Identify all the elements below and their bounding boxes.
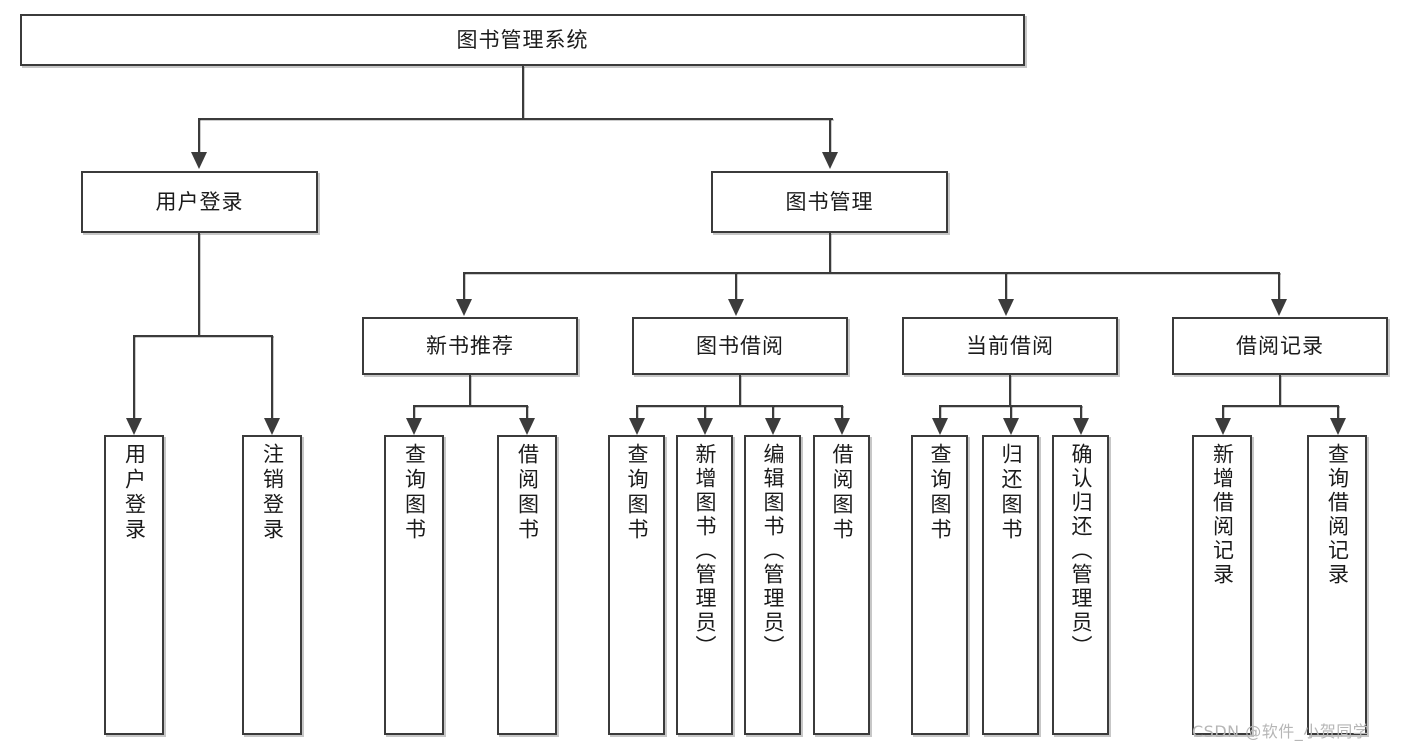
node-label: 当前借阅: [966, 333, 1054, 358]
leaf-book-borrow-edit-admin[interactable]: 编辑图书（管理员）: [744, 435, 801, 735]
leaf-new-book-borrow[interactable]: 借阅图书: [497, 435, 557, 735]
connector-user-login-leaf-2: [271, 335, 273, 419]
arrow-leaf-book-borrow-1: [629, 418, 645, 435]
node-label: 图书管理系统: [456, 27, 589, 52]
connector-bm-to-current-borrow: [1005, 272, 1007, 300]
node-label: 查询图书: [928, 443, 952, 543]
arrow-leaf-book-borrow-2: [697, 418, 713, 435]
node-book-borrow[interactable]: 图书借阅: [632, 317, 848, 375]
connector-book-borrow-leaf-4: [841, 405, 843, 419]
connector-root-to-book-management: [829, 118, 831, 153]
connector-root-to-user-login: [198, 118, 200, 153]
connector-root-bar: [198, 118, 833, 120]
connector-borrow-record-leaf-2: [1337, 405, 1339, 419]
leaf-book-borrow-query[interactable]: 查询图书: [608, 435, 665, 735]
connector-book-management-bar: [463, 272, 1280, 274]
node-label: 借阅记录: [1236, 333, 1324, 358]
csdn-watermark: CSDN @软件_小贺同学: [1192, 722, 1370, 741]
node-label: 查询借阅记录: [1325, 443, 1350, 587]
arrow-leaf-book-borrow-4: [834, 418, 850, 435]
arrow-leaf-new-book-2: [519, 418, 535, 435]
connector-borrow-record-leaf-1: [1222, 405, 1224, 419]
arrow-leaf-current-borrow-3: [1073, 418, 1089, 435]
leaf-borrow-record-add[interactable]: 新增借阅记录: [1192, 435, 1252, 735]
arrow-leaf-current-borrow-1: [932, 418, 948, 435]
node-root-book-management-system[interactable]: 图书管理系统: [20, 14, 1025, 66]
leaf-current-borrow-confirm-admin[interactable]: 确认归还（管理员）: [1052, 435, 1109, 735]
arrow-leaf-user-login-2: [264, 418, 280, 435]
node-label: 用户登录: [155, 189, 244, 214]
connector-new-book-bar: [413, 405, 528, 407]
node-label: 编辑图书（管理员）: [761, 443, 785, 659]
connector-current-borrow-leaf-1: [939, 405, 941, 419]
connector-new-book-leaf-1: [413, 405, 415, 419]
connector-current-borrow-leaf-2: [1010, 405, 1012, 419]
connector-book-management-stem: [829, 233, 831, 272]
connector-bm-to-borrow-record: [1278, 272, 1280, 300]
connector-bm-to-book-borrow: [735, 272, 737, 300]
connector-book-borrow-stem: [739, 375, 741, 406]
arrow-to-book-borrow: [728, 299, 744, 316]
connector-new-book-stem: [469, 375, 471, 406]
leaf-user-login-login[interactable]: 用户登录: [104, 435, 164, 735]
arrow-leaf-borrow-record-1: [1215, 418, 1231, 435]
arrow-to-borrow-record: [1271, 299, 1287, 316]
node-label: 借阅图书: [515, 443, 540, 543]
connector-current-borrow-leaf-3: [1080, 405, 1082, 419]
connector-user-login-leaf-1: [133, 335, 135, 419]
arrow-to-book-management: [822, 152, 838, 169]
connector-book-borrow-bar: [636, 405, 843, 407]
node-label: 确认归还（管理员）: [1069, 443, 1093, 659]
leaf-new-book-query[interactable]: 查询图书: [384, 435, 444, 735]
node-label: 查询图书: [402, 443, 427, 543]
node-user-login[interactable]: 用户登录: [81, 171, 318, 233]
connector-bm-to-new-book: [463, 272, 465, 300]
connector-borrow-record-stem: [1279, 375, 1281, 406]
node-label: 新增图书（管理员）: [693, 443, 717, 659]
arrow-leaf-user-login-1: [126, 418, 142, 435]
arrow-leaf-new-book-1: [406, 418, 422, 435]
connector-user-login-bar: [133, 335, 273, 337]
leaf-book-borrow-add-admin[interactable]: 新增图书（管理员）: [676, 435, 733, 735]
connector-book-borrow-leaf-2: [704, 405, 706, 419]
leaf-current-borrow-query[interactable]: 查询图书: [911, 435, 968, 735]
arrow-leaf-borrow-record-2: [1330, 418, 1346, 435]
arrow-leaf-current-borrow-2: [1003, 418, 1019, 435]
connector-user-login-stem: [198, 233, 200, 335]
node-label: 查询图书: [625, 443, 649, 543]
node-current-borrow[interactable]: 当前借阅: [902, 317, 1118, 375]
leaf-current-borrow-return[interactable]: 归还图书: [982, 435, 1039, 735]
arrow-to-new-book-recommend: [456, 299, 472, 316]
connector-book-borrow-leaf-1: [636, 405, 638, 419]
node-book-management[interactable]: 图书管理: [711, 171, 948, 233]
node-label: 图书管理: [785, 189, 874, 214]
leaf-borrow-record-query[interactable]: 查询借阅记录: [1307, 435, 1367, 735]
node-borrow-record[interactable]: 借阅记录: [1172, 317, 1388, 375]
node-label: 注销登录: [260, 443, 285, 543]
connector-root-stem: [522, 66, 524, 118]
node-label: 图书借阅: [696, 333, 784, 358]
connector-new-book-leaf-2: [526, 405, 528, 419]
connector-book-borrow-leaf-3: [772, 405, 774, 419]
node-label: 借阅图书: [830, 443, 854, 543]
leaf-book-borrow-borrow[interactable]: 借阅图书: [813, 435, 870, 735]
node-label: 新书推荐: [426, 333, 514, 358]
arrow-to-user-login: [191, 152, 207, 169]
node-label: 新增借阅记录: [1210, 443, 1235, 587]
connector-current-borrow-stem: [1009, 375, 1011, 406]
node-new-book-recommend[interactable]: 新书推荐: [362, 317, 578, 375]
arrow-to-current-borrow: [998, 299, 1014, 316]
arrow-leaf-book-borrow-3: [765, 418, 781, 435]
node-label: 归还图书: [999, 443, 1023, 543]
connector-borrow-record-bar: [1222, 405, 1339, 407]
node-label: 用户登录: [122, 443, 147, 543]
leaf-user-login-logout[interactable]: 注销登录: [242, 435, 302, 735]
